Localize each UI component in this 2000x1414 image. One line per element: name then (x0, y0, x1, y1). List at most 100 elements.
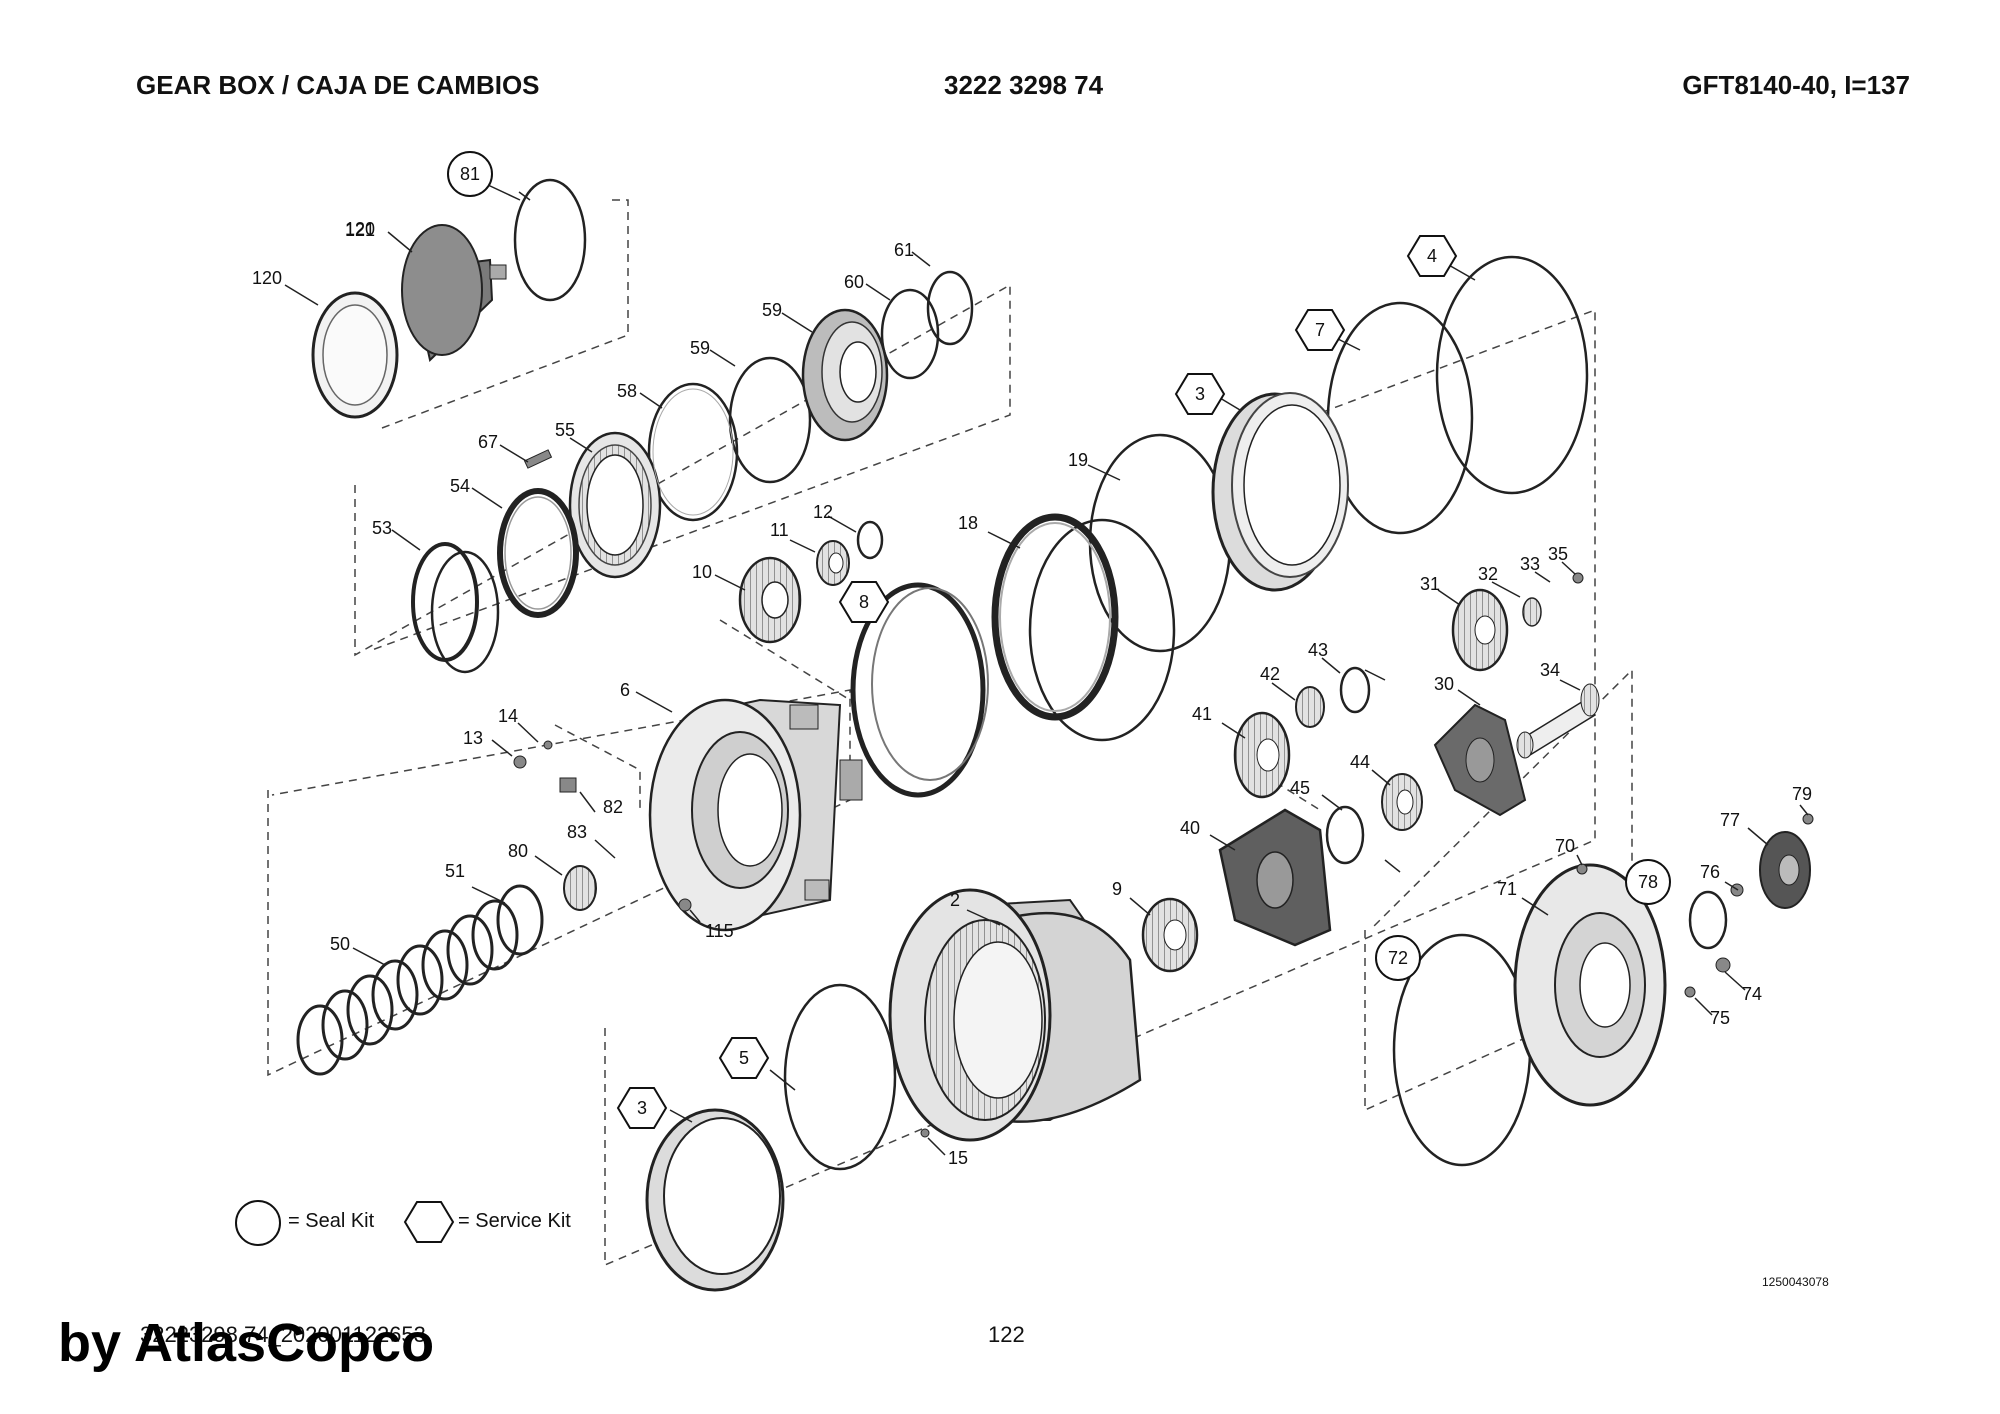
label-part-83: 83 (567, 822, 587, 842)
label-part-35: 35 (1548, 544, 1568, 564)
service-kit-3-lower: 3 (637, 1098, 647, 1118)
label-part-79: 79 (1792, 784, 1812, 804)
label-part-55: 55 (555, 420, 575, 440)
plate-30 (1433, 703, 1527, 817)
label-part-11: 11 (770, 520, 789, 540)
label-part-50: 50 (330, 934, 350, 954)
label-part-2: 2 (950, 890, 960, 910)
label-part-121: 121 (345, 220, 375, 240)
label-part-77: 77 (1720, 810, 1740, 830)
legend-seal-kit-icon (235, 1200, 281, 1246)
watermark: by AtlasCopco (58, 1313, 435, 1373)
label-part-32: 32 (1478, 564, 1498, 584)
ring-gear-housing-2 (888, 888, 1142, 1142)
service-kit-7: 7 (1315, 320, 1325, 340)
label-part-54: 54 (450, 476, 470, 496)
service-kit-5: 5 (739, 1048, 749, 1068)
label-part-74: 74 (1742, 984, 1762, 1004)
part-labels-visible: 120 121 67 55 54 53 58 59 59 60 61 12 11… (252, 220, 1812, 1168)
label-part-12: 12 (813, 502, 833, 522)
service-kit-8: 8 (859, 592, 869, 612)
part-labels: 120 (345, 219, 375, 239)
label-part-44: 44 (1350, 752, 1370, 772)
part-121-cone (401, 224, 507, 362)
label-part-58: 58 (617, 381, 637, 401)
gear-10 (738, 556, 802, 644)
label-part-34: 34 (1540, 660, 1560, 680)
label-part-13: 13 (463, 728, 483, 748)
label-part-19: 19 (1068, 450, 1088, 470)
bearing-3-upper (1211, 392, 1349, 592)
label-part-115: 115 (705, 921, 734, 941)
cap-77 (1759, 831, 1811, 909)
label-part-40: 40 (1180, 818, 1200, 838)
label-part-43: 43 (1308, 640, 1328, 660)
ring-8 (850, 582, 989, 798)
planet-carrier-6 (648, 698, 863, 932)
small-fasteners (513, 572, 1814, 1138)
legend-service-kit-icon (403, 1201, 455, 1243)
service-kit-3-upper: 3 (1195, 384, 1205, 404)
label-part-31: 31 (1420, 574, 1440, 594)
gear-31 (1451, 588, 1509, 672)
document-id: 32223298 74_202001122653 (140, 1322, 426, 1347)
part-120-sight-glass (311, 291, 399, 419)
gear-80 (563, 865, 597, 911)
gear-32 (1522, 597, 1542, 627)
model-number: GFT8140-40, I=137 (1682, 70, 1910, 100)
gear-11 (816, 540, 850, 586)
label-part-45: 45 (1290, 778, 1310, 798)
page-number: 122 (988, 1322, 1025, 1347)
gear-41 (1233, 711, 1291, 799)
legend-seal-kit: = Seal Kit (288, 1210, 375, 1232)
shaft-34 (1516, 683, 1600, 759)
label-part-6: 6 (620, 680, 630, 700)
label-part-33: 33 (1520, 554, 1540, 574)
label-part-59a: 59 (690, 338, 710, 358)
label-part-30: 30 (1434, 674, 1454, 694)
label-part-120: 120 (252, 268, 282, 288)
gear-42 (1295, 686, 1325, 728)
label-part-14: 14 (498, 706, 518, 726)
legend-service-kit: = Service Kit (458, 1210, 571, 1232)
label-part-75: 75 (1710, 1008, 1730, 1028)
part-number: 3222 3298 74 (944, 70, 1104, 100)
label-part-9: 9 (1112, 879, 1122, 899)
cover-71 (1513, 863, 1667, 1107)
label-part-18: 18 (958, 513, 978, 533)
gear-9 (1141, 897, 1199, 973)
label-part-61: 61 (894, 240, 914, 260)
seal-18 (991, 513, 1119, 721)
label-120: 120 (345, 219, 375, 239)
label-part-42: 42 (1260, 664, 1280, 684)
service-kit-markers: 4 7 3 8 5 3 (616, 235, 1458, 1129)
label-part-53: 53 (372, 518, 392, 538)
bearing-59 (801, 308, 889, 442)
gear-44 (1381, 773, 1423, 831)
label-part-10: 10 (692, 562, 712, 582)
label-part-82: 82 (603, 797, 623, 817)
label-part-80: 80 (508, 841, 528, 861)
bearing-3-lower (645, 1108, 785, 1292)
plate-40 (1218, 808, 1332, 947)
clutch-discs-50-51 (296, 884, 544, 1076)
seal-kit-markers: 81 72 78 (447, 151, 1671, 981)
label-part-67: 67 (478, 432, 498, 452)
bearing-55 (568, 431, 662, 579)
service-kit-4: 4 (1427, 246, 1437, 266)
label-part-41: 41 (1192, 704, 1212, 724)
label-part-76: 76 (1700, 862, 1720, 882)
seal-kit-81: 81 (460, 164, 480, 184)
seal-kit-78: 78 (1638, 872, 1658, 892)
label-part-71: 71 (1497, 879, 1517, 899)
label-part-70: 70 (1555, 836, 1575, 856)
pin-67 (523, 449, 553, 469)
seal-rings (430, 178, 1728, 1171)
label-part-51: 51 (445, 861, 465, 881)
label-part-15: 15 (948, 1148, 968, 1168)
snap-rings (411, 388, 734, 662)
label-part-60: 60 (844, 272, 864, 292)
seal-kit-72: 72 (1388, 948, 1408, 968)
page-title: GEAR BOX / CAJA DE CAMBIOS (136, 70, 540, 100)
